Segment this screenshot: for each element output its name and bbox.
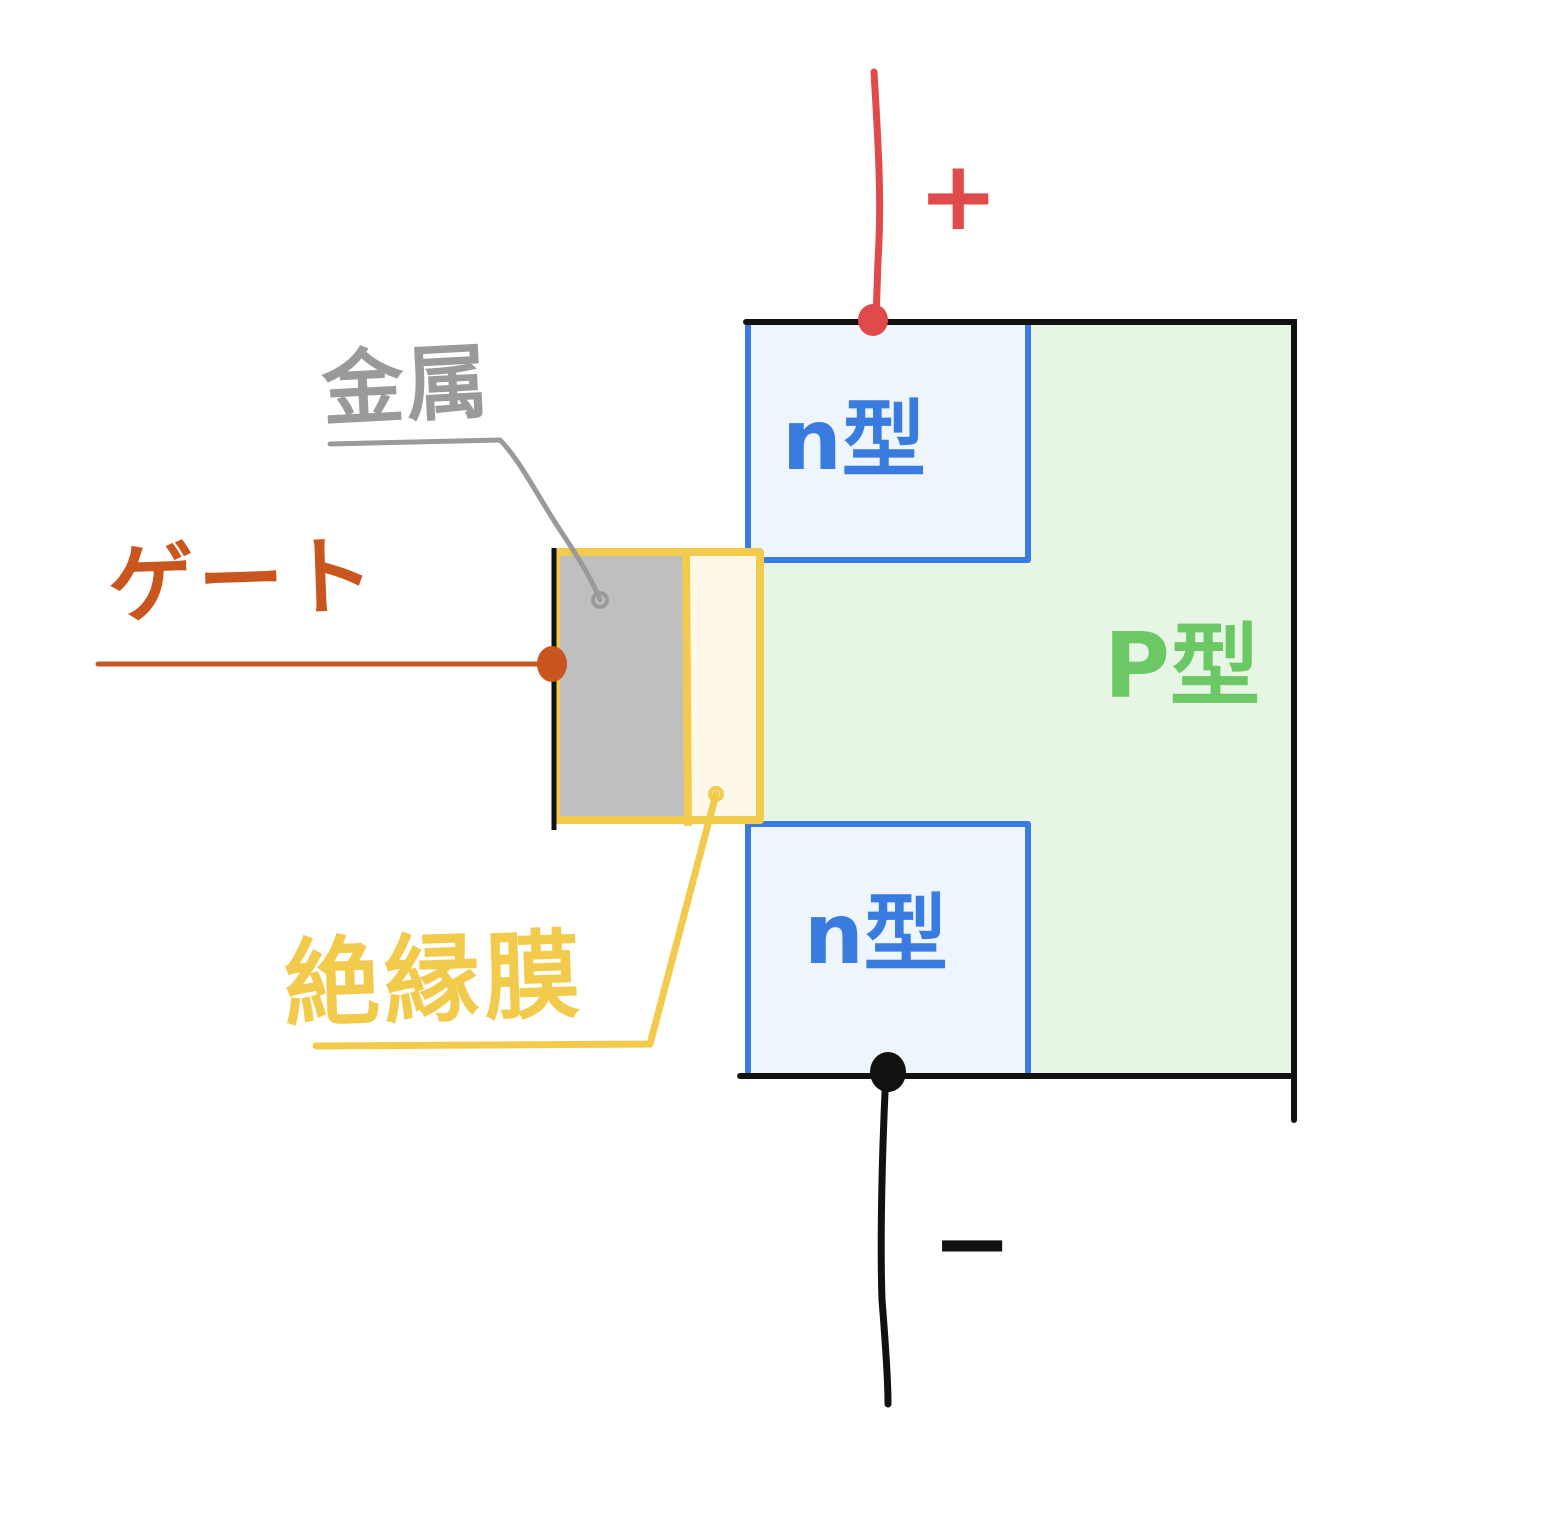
n-type-region-top bbox=[748, 322, 1028, 560]
negative-terminal-dot-icon bbox=[870, 1052, 906, 1092]
metal-leader-line bbox=[327, 437, 603, 603]
negative-wire bbox=[877, 1068, 892, 1408]
metal-layer bbox=[556, 552, 686, 820]
metal-label: 金属 bbox=[319, 334, 493, 439]
metal-leader-dot bbox=[591, 591, 609, 609]
gate-terminal-dot-icon bbox=[537, 646, 567, 682]
positive-terminal-dot-icon bbox=[858, 304, 888, 336]
n-type-top-label: n型 bbox=[782, 391, 926, 489]
insulator-leader-dot bbox=[708, 786, 724, 802]
negative-label: − bbox=[932, 1187, 1013, 1299]
positive-label: + bbox=[918, 140, 999, 252]
gate-label: ゲート bbox=[106, 526, 380, 636]
p-type-label: P型 bbox=[1104, 614, 1260, 719]
p-type-region bbox=[748, 322, 1292, 1076]
n-type-bottom-label: n型 bbox=[804, 885, 948, 983]
insulator-label: 絶縁膜 bbox=[282, 918, 586, 1042]
n-type-region-bottom-border bbox=[745, 821, 1031, 1075]
positive-wire bbox=[870, 68, 884, 324]
device-outline bbox=[737, 319, 1297, 1123]
n-type-region-top-border bbox=[745, 319, 1031, 563]
n-type-region-bottom bbox=[748, 824, 1028, 1076]
insulator-layer bbox=[686, 552, 756, 820]
insulator-leader-line bbox=[312, 790, 720, 1050]
